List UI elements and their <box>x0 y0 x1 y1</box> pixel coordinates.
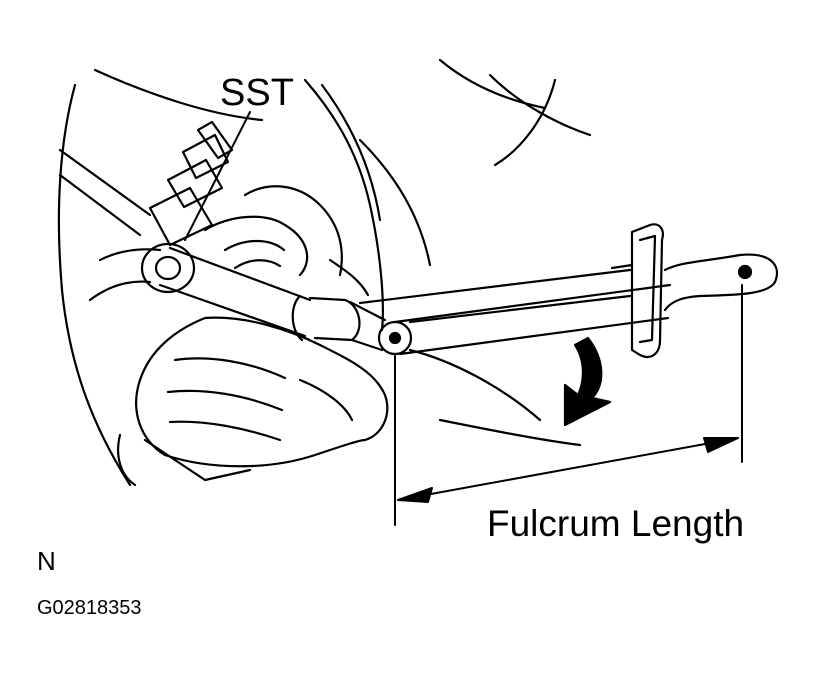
engine-background-lines <box>57 58 592 487</box>
sst-tool <box>140 120 309 294</box>
sst-label: SST <box>220 72 294 114</box>
extension-bar <box>158 246 387 352</box>
hand <box>117 316 389 487</box>
direction-arrow <box>563 336 612 427</box>
view-marker: N <box>37 546 56 576</box>
sst-leader-line <box>184 111 251 241</box>
figure-code: G02818353 <box>37 597 142 619</box>
fulcrum-dimension <box>394 284 743 526</box>
torque-wrench <box>358 223 778 358</box>
fulcrum-length-label: Fulcrum Length <box>487 503 745 544</box>
